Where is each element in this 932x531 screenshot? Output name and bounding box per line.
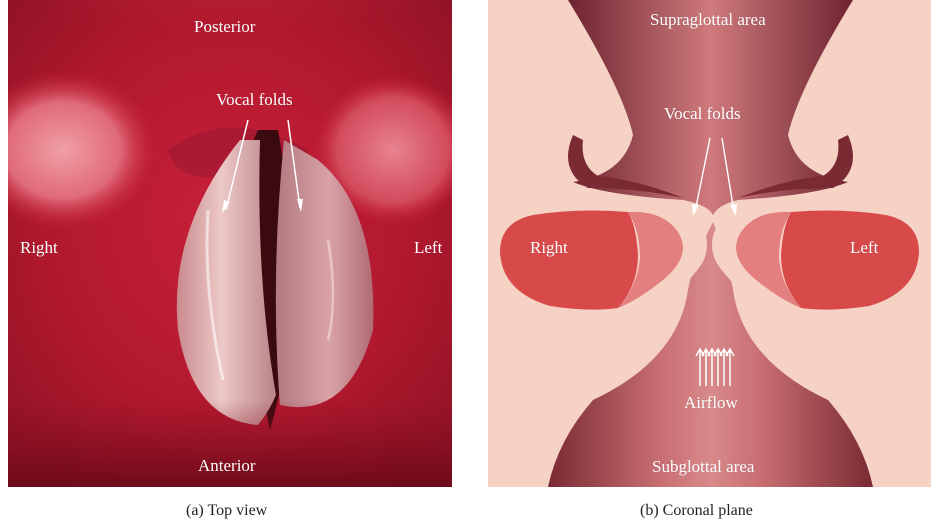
right-label-a: Right	[20, 238, 58, 258]
endoscope-image	[8, 0, 452, 487]
vocal-folds-label-a: Vocal folds	[216, 90, 293, 110]
subglottal-label: Subglottal area	[652, 457, 754, 477]
coronal-plane-panel: Supraglottal area Vocal folds Right Left…	[488, 0, 931, 487]
vocal-folds-label-b: Vocal folds	[664, 104, 741, 124]
left-label-a: Left	[414, 238, 442, 258]
airflow-label: Airflow	[684, 393, 738, 413]
caption-top-view: (a) Top view	[186, 502, 267, 520]
supraglottal-label: Supraglottal area	[650, 10, 766, 30]
top-view-panel: Posterior Vocal folds Right Left Anterio…	[8, 0, 452, 487]
right-label-b: Right	[530, 238, 568, 258]
left-label-b: Left	[850, 238, 878, 258]
posterior-label: Posterior	[194, 17, 255, 37]
caption-coronal-plane: (b) Coronal plane	[640, 502, 753, 520]
anterior-label: Anterior	[198, 456, 256, 476]
